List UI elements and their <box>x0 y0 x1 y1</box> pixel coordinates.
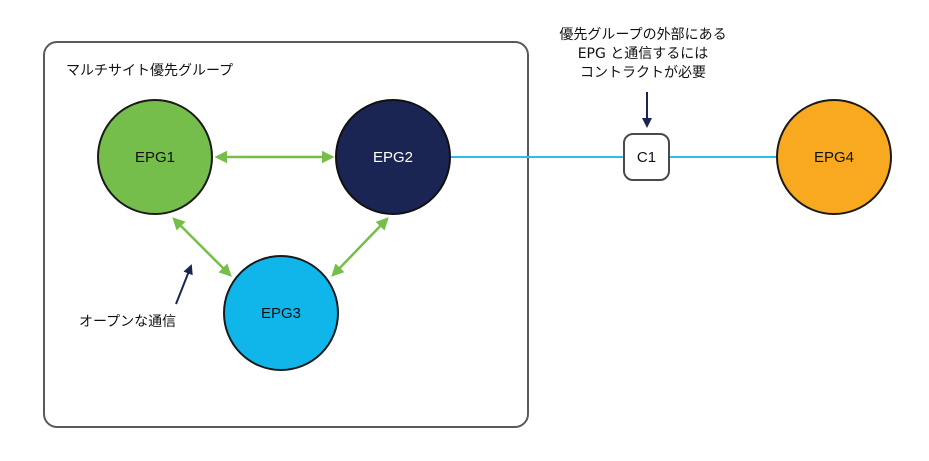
contract-note-line-2: EPG と通信するには <box>577 46 709 62</box>
contract-note-line-3: コントラクトが必要 <box>580 65 706 81</box>
contract-c1-box <box>623 133 670 181</box>
epg4-circle <box>776 99 892 215</box>
contract-c1-node: C1 <box>623 133 670 181</box>
epg4-label: EPG4 <box>814 149 854 166</box>
epg4-node: EPG4 <box>776 99 892 215</box>
contract-note: 優先グループの外部にある EPG と通信するには コントラクトが必要 <box>510 26 776 83</box>
epg1-circle <box>97 99 213 215</box>
epg1-label: EPG1 <box>135 149 175 166</box>
preferred-group-box <box>43 41 529 428</box>
contract-c1-label: C1 <box>637 149 656 166</box>
epg3-label: EPG3 <box>261 305 301 322</box>
contract-note-line-1: 優先グループの外部にある <box>559 27 727 43</box>
arrow-epg1-epg3 <box>172 217 232 277</box>
epg2-node: EPG2 <box>335 99 451 215</box>
epg1-node: EPG1 <box>97 99 213 215</box>
epg2-circle <box>335 99 451 215</box>
open-communication-pointer <box>175 264 193 305</box>
open-communication-label: オープンな通信 <box>79 314 177 330</box>
epg2-label: EPG2 <box>373 149 413 166</box>
arrow-epg2-epg3 <box>331 217 389 277</box>
group-title: マルチサイト優先グループ <box>66 63 234 79</box>
epg3-node: EPG3 <box>223 255 339 371</box>
epg3-circle <box>223 255 339 371</box>
